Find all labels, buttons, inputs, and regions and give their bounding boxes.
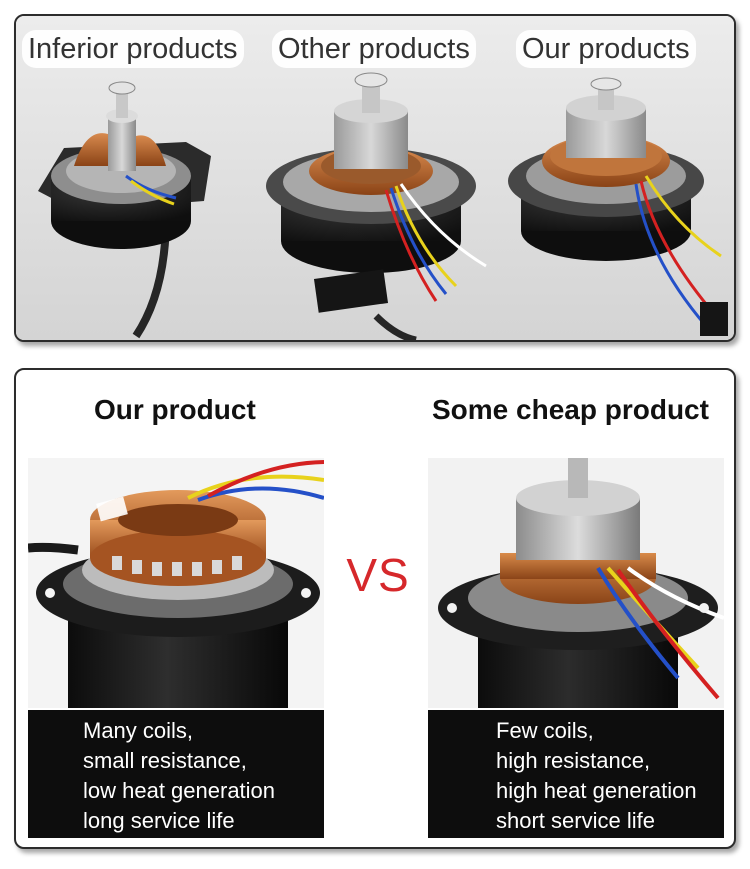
label-our-products: Our products — [516, 30, 696, 68]
caption-line: Few coils, — [496, 718, 594, 743]
bottom-comparison-panel: Our product Some cheap product — [14, 368, 736, 849]
motors-photo — [16, 16, 734, 340]
vs-label: VS — [346, 549, 410, 601]
cheap-product-caption: Few coils, high resistance, high heat ge… — [428, 710, 724, 838]
top-comparison-panel: Inferior products Other products Our pro… — [14, 14, 736, 342]
caption-line: short service life — [496, 808, 655, 833]
cheap-product-photo — [428, 458, 724, 708]
label-other-products: Other products — [272, 30, 476, 68]
heading-our-product: Our product — [94, 394, 256, 425]
caption-line: long service life — [83, 808, 235, 833]
other-motor — [266, 72, 487, 340]
caption-line: high heat generation — [496, 778, 697, 803]
our-product-photo — [28, 458, 324, 708]
our-motor — [508, 77, 728, 336]
caption-line: small resistance, — [83, 748, 247, 773]
caption-line: low heat generation — [83, 778, 276, 803]
inferior-motor — [38, 81, 211, 339]
caption-line: Many coils, — [83, 718, 194, 743]
our-product-caption: Many coils, small resistance, low heat g… — [28, 710, 324, 838]
heading-cheap-product: Some cheap product — [432, 394, 709, 425]
caption-line: high resistance, — [496, 748, 651, 773]
label-inferior-products: Inferior products — [22, 30, 244, 68]
